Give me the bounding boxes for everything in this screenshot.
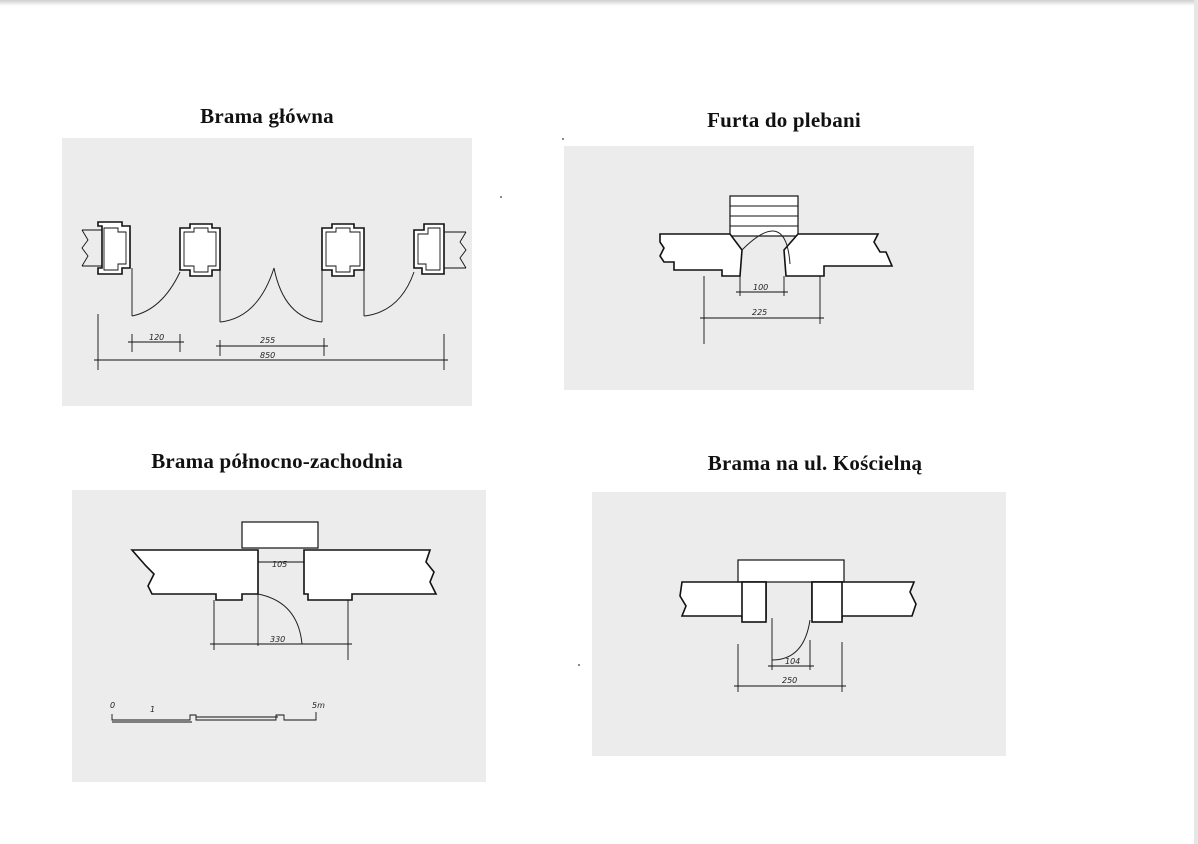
diagram-furta-do-plebani: 100 225 — [564, 146, 974, 390]
wall-right — [783, 233, 894, 277]
door-swing — [771, 619, 811, 661]
dim-label-225: 225 — [752, 308, 767, 317]
dim-line-255 — [216, 338, 328, 356]
dim-line-850 — [94, 334, 448, 370]
dim-label-105: 105 — [272, 560, 287, 569]
page-edge-right — [1194, 0, 1198, 844]
diagram-brama-na-ul-koscielna: 104 250 — [592, 492, 1006, 756]
canopy — [737, 559, 845, 583]
canopy — [241, 521, 319, 549]
dim-line-330 — [210, 600, 352, 660]
pillar-left — [741, 581, 767, 623]
fence-stub-left — [81, 229, 102, 267]
wall-left — [659, 233, 743, 277]
pillar-4 — [413, 223, 445, 275]
pillar-right — [811, 581, 843, 623]
diagram-title-brama-polnocno-zachodnia: Brama północno-zachodnia — [151, 449, 403, 473]
scan-speck — [562, 138, 564, 140]
diagram-brama-glowna: 120 255 850 — [62, 138, 472, 406]
page-edge — [0, 0, 1198, 6]
fence-stub-right — [444, 231, 467, 269]
dim-label-850: 850 — [260, 351, 275, 360]
scan-speck — [578, 664, 580, 666]
dim-line-100 — [736, 276, 788, 296]
door-swing — [257, 593, 303, 645]
door-swing — [741, 230, 791, 265]
dim-label-255: 255 — [260, 336, 275, 345]
dim-line-250 — [734, 642, 846, 692]
diagram-title-brama-na-ul-koscielna: Brama na ul. Kościelną — [707, 451, 923, 475]
diagram-brama-polnocno-zachodnia: 105 330 0 1 5m — [72, 490, 486, 782]
dim-line-120 — [97, 314, 184, 370]
door-swing-center-left — [219, 267, 275, 323]
diagram-title-furta-do-plebani: Furta do plebani — [707, 108, 861, 132]
scan-speck — [500, 196, 502, 198]
scale-label-mark: 1 — [150, 705, 155, 714]
dim-label-100: 100 — [753, 283, 768, 292]
wall-right — [303, 549, 438, 601]
dim-line-104 — [768, 640, 814, 670]
dim-label-250: 250 — [782, 676, 797, 685]
diagram-title-brama-glowna: Brama główna — [200, 104, 334, 128]
dim-label-330: 330 — [270, 635, 285, 644]
door-swing-center-right — [273, 267, 323, 323]
scale-label-end: 5m — [312, 701, 325, 710]
scale-label-start: 0 — [110, 701, 115, 710]
dim-label-104: 104 — [785, 657, 800, 666]
dim-label-120: 120 — [149, 333, 164, 342]
door-swing-left — [131, 271, 181, 317]
pillar-1 — [97, 221, 131, 275]
door-swing-right — [363, 271, 415, 317]
wall-left — [130, 549, 259, 601]
dim-line-225 — [700, 276, 824, 344]
scale-bar — [111, 712, 317, 721]
